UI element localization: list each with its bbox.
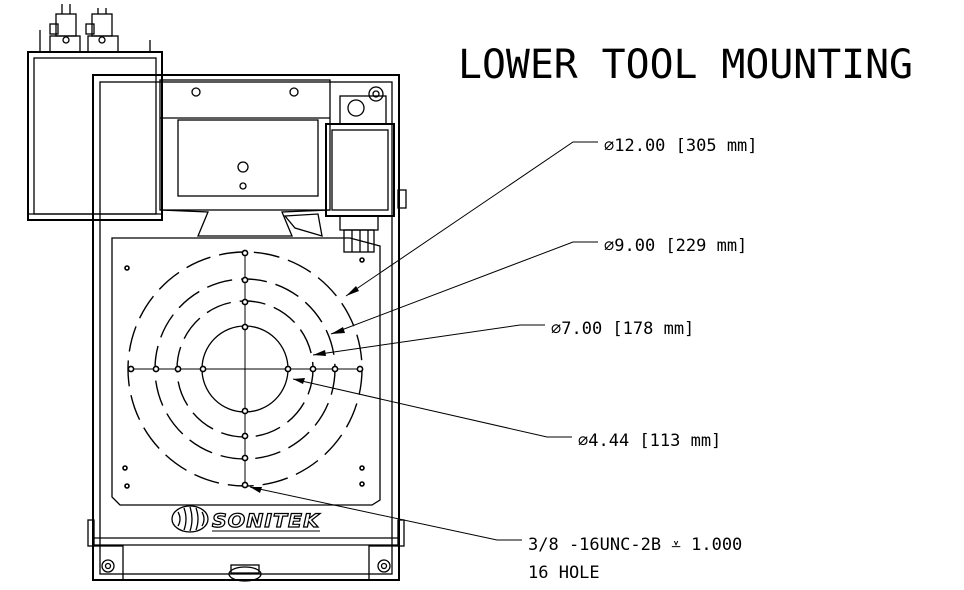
callout-9in: ∅9.00 [229 mm]	[604, 236, 747, 256]
hole	[241, 298, 249, 306]
hole	[241, 407, 249, 415]
callout-4-44in: ∅4.44 [113 mm]	[578, 431, 721, 451]
connector-right	[85, 8, 113, 44]
hole	[284, 365, 292, 373]
callout-hole-count: 16 HOLE	[528, 563, 600, 583]
center-lines	[130, 252, 360, 486]
hole	[241, 249, 249, 257]
threaded-holes	[127, 249, 364, 489]
mounting-plate	[111, 237, 381, 506]
machine-body	[87, 74, 407, 582]
hole	[241, 323, 249, 331]
hole	[174, 365, 182, 373]
connector-left	[49, 4, 77, 44]
upper-housing	[159, 79, 331, 237]
callouts: ∅12.00 [305 mm] ∅9.00 [229 mm] ∅7.00 [17…	[528, 136, 758, 583]
hole	[241, 481, 249, 489]
hole	[241, 276, 249, 284]
left-control-box	[27, 30, 163, 221]
drawing-title: LOWER TOOL MOUNTING	[458, 42, 913, 88]
callout-thread-spec: 3/8 -16UNC-2B ⩡ 1.000	[528, 535, 742, 555]
callout-7in: ∅7.00 [178 mm]	[551, 319, 694, 339]
sonitek-logo: SONITEK	[171, 505, 320, 533]
right-valve-block	[325, 86, 395, 253]
hole	[331, 365, 339, 373]
leader-lines	[249, 141, 598, 541]
logo-text: SONITEK	[212, 510, 320, 532]
hole	[199, 365, 207, 373]
hole	[127, 365, 135, 373]
callout-12in: ∅12.00 [305 mm]	[604, 136, 758, 156]
hole	[241, 432, 249, 440]
hole	[241, 454, 249, 462]
hole	[309, 365, 317, 373]
hole	[152, 365, 160, 373]
hole	[356, 365, 364, 373]
